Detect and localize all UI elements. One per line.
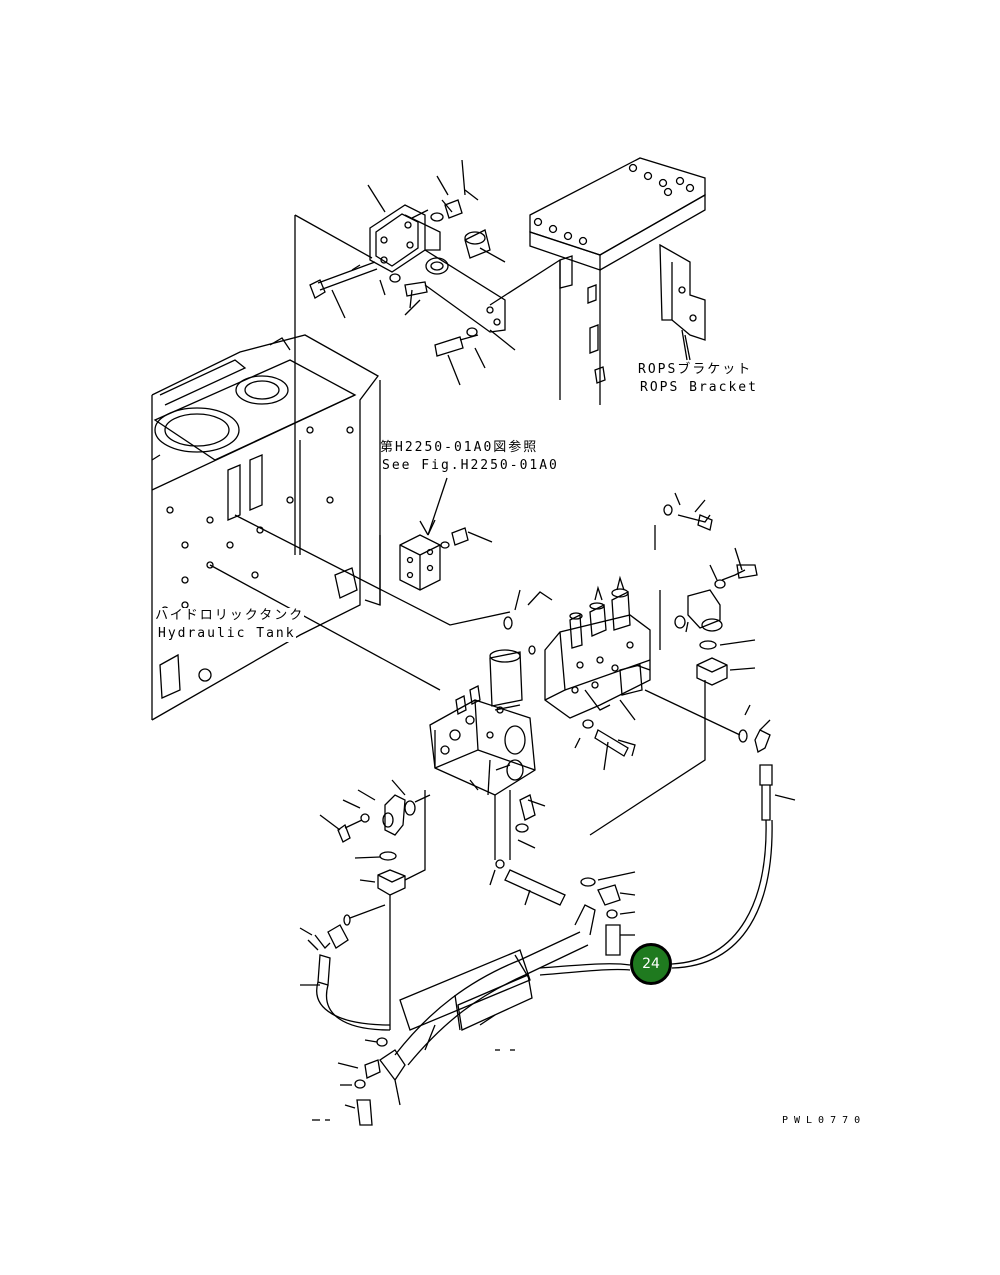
left-flange (300, 780, 430, 1030)
drawing-code: PWL0770 (782, 1115, 867, 1126)
reference-label-en: See Fig.H2250-01A0 (382, 458, 559, 473)
bottom-bolts (490, 800, 635, 955)
tank-label-en: Hydraulic Tank (158, 626, 296, 642)
junction-block (210, 478, 552, 690)
control-valve (430, 650, 535, 860)
valve-bank (545, 578, 650, 770)
reference-label-jp: 第H2250-01A0図参照 (380, 440, 539, 455)
tank-label-jp: ハイドロリックタンク (155, 608, 305, 624)
hoses (312, 905, 630, 1125)
rops-side-bracket (660, 245, 705, 360)
pivot-bracket (370, 190, 505, 332)
part-callout-24[interactable]: 24 (630, 943, 672, 985)
rops-label-jp: ROPSブラケット (638, 362, 753, 377)
hydraulic-tank (152, 215, 380, 720)
right-fittings (590, 493, 795, 968)
pivot-bolts (310, 160, 515, 385)
rops-label-en: ROPS Bracket (640, 380, 758, 395)
rops-label-leader (682, 330, 687, 360)
